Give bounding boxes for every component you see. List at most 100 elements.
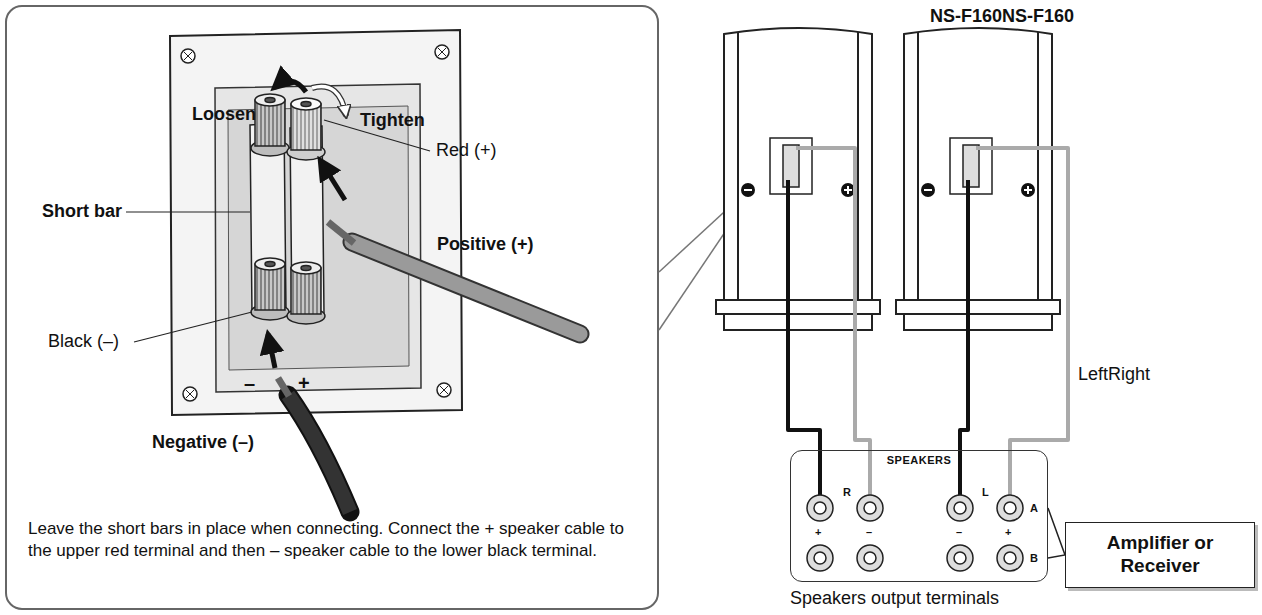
speaker-cable: [288, 395, 350, 512]
binding-post: [291, 262, 321, 274]
polarity-symbol: [1027, 186, 1029, 194]
rotation-arrow: [274, 81, 346, 116]
leader-line: [126, 120, 430, 342]
output-terminal: [814, 502, 826, 514]
binding-post: [291, 268, 321, 314]
part-label: Black (–): [48, 331, 119, 352]
terminal-plate: [170, 30, 462, 415]
binding-post: [301, 102, 311, 107]
speaker-cabinet: [737, 32, 739, 300]
panel-caption: Speakers output terminals: [790, 588, 999, 609]
speaker-cable: [268, 160, 580, 512]
speaker-wire: [960, 180, 968, 496]
output-terminal: [807, 495, 1023, 571]
connector-line: [1048, 508, 1065, 558]
polarity-mark: –: [956, 526, 962, 539]
speaker-cable: [352, 242, 580, 334]
binding-post: [255, 258, 285, 270]
speaker-terminal: [963, 145, 979, 187]
action-label: Tighten: [360, 110, 425, 131]
terminal-panel: SPEAKERS: [790, 450, 1048, 582]
speaker-terminal: [783, 145, 799, 187]
terminal-plate: [170, 30, 462, 415]
leader-line: [134, 312, 252, 342]
part-label: Red (+): [436, 140, 497, 161]
polarity-symbol: [841, 183, 855, 197]
output-terminal: [947, 545, 973, 571]
speaker-cable: [268, 334, 275, 368]
output-terminal: [1004, 552, 1016, 564]
polarity-symbol: [1021, 183, 1035, 197]
polarity-symbol: [921, 183, 935, 197]
channel-label: R: [841, 486, 853, 499]
cable-label: Negative (–): [152, 432, 254, 453]
speaker-wire: [796, 148, 870, 496]
speaker-wire: [788, 148, 1068, 496]
model-name: NS-F160NS-F160: [930, 6, 1074, 27]
polarity-mark: +: [298, 372, 310, 395]
binding-post: [251, 94, 325, 324]
speaker-cable: [288, 395, 350, 512]
output-terminal: [954, 552, 966, 564]
output-terminal: [864, 502, 876, 514]
binding-post: [255, 264, 285, 310]
binding-post: [255, 94, 285, 106]
action-label: Loosen: [192, 104, 256, 125]
binding-post: [291, 104, 321, 150]
binding-post: [291, 98, 321, 110]
screw: [184, 48, 448, 398]
speaker-cable: [328, 222, 354, 243]
output-terminal: [864, 552, 876, 564]
speaker-cabinet: [724, 28, 872, 300]
callout-frame: [6, 6, 658, 609]
rotation-arrow: [312, 87, 346, 116]
speaker-cabinet: [904, 28, 1052, 300]
binding-post: [265, 98, 275, 103]
output-terminal: [807, 495, 833, 521]
polarity-symbol: [924, 189, 932, 191]
polarity-mark: –: [244, 372, 255, 395]
terminal-plate: [215, 84, 421, 392]
speaker-wire: [788, 180, 820, 496]
polarity-mark: –: [866, 526, 872, 539]
speaker-cabinet: [724, 314, 872, 330]
speaker-cabinet: [904, 314, 1052, 330]
speaker-cabinet: [917, 32, 919, 300]
screw: [181, 45, 451, 401]
row-label: B: [1030, 552, 1038, 565]
device-box: Amplifier or Receiver: [1065, 522, 1255, 588]
speaker-cable: [278, 378, 289, 396]
polarity-symbol: [741, 183, 1035, 197]
leader-line: [126, 211, 250, 212]
binding-post: [265, 262, 275, 267]
output-terminal: [954, 502, 966, 514]
speaker-cabinet: [857, 32, 859, 300]
node-text: Amplifier or Receiver: [1104, 532, 1216, 578]
output-terminal: [807, 545, 833, 571]
polarity-symbol: [744, 189, 752, 191]
polarity-symbol: [741, 183, 755, 197]
speaker-cable: [320, 160, 345, 200]
polarity-mark: +: [1005, 526, 1011, 539]
output-terminal: [814, 552, 826, 564]
cable-label: Positive (+): [437, 234, 534, 255]
speaker-cabinet: [716, 28, 1060, 330]
output-terminal: [997, 495, 1023, 521]
node-text: SPEAKERS: [884, 454, 955, 466]
speaker-cabinet: [896, 300, 1060, 314]
polarity-mark: +: [815, 526, 821, 539]
row-label: A: [1030, 502, 1038, 515]
binding-post: [301, 266, 311, 271]
output-terminal: [947, 495, 973, 521]
polarity-symbol: [847, 186, 849, 194]
output-terminal: [857, 545, 883, 571]
speaker-cable: [352, 242, 580, 334]
speaker-wire: [976, 148, 1068, 496]
output-terminal: [997, 545, 1023, 571]
binding-post: [255, 100, 285, 146]
rotation-arrow: [312, 87, 346, 116]
channel-label: L: [980, 486, 991, 499]
output-terminal: [1004, 502, 1016, 514]
speaker-cabinet: [1037, 32, 1039, 300]
part-label: Short bar: [42, 201, 122, 222]
